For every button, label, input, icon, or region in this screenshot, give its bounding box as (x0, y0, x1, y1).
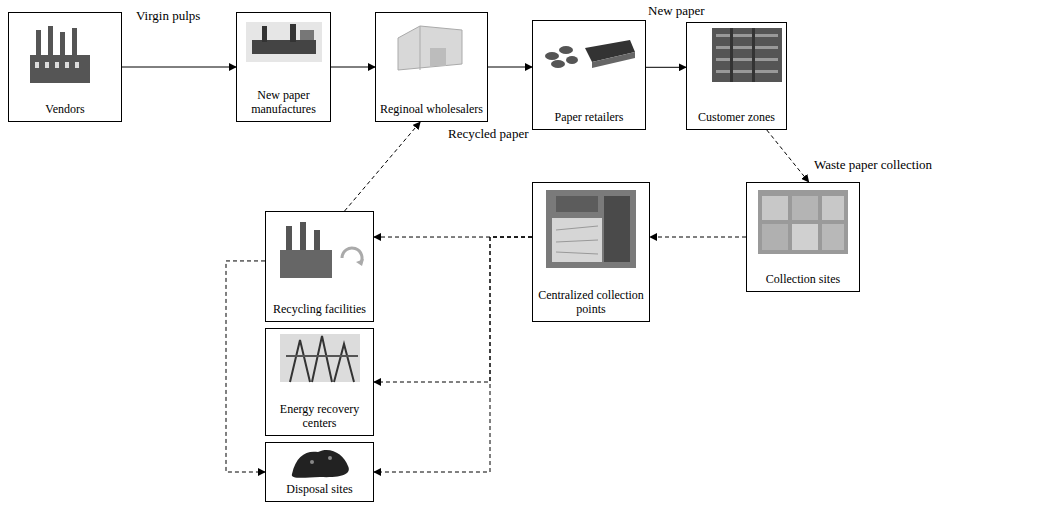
recycling-box: Recycling facilities (265, 211, 374, 322)
wholesaler-box: Reginoal wholesalers (375, 12, 488, 122)
node-label: Reginoal wholesalers (380, 102, 483, 116)
shelves-photo (712, 28, 782, 82)
node-label: Disposal sites (286, 482, 352, 496)
node-label: Centralized collection points (537, 288, 645, 316)
reverse-flow-arrow (374, 237, 532, 472)
forward-flow-arrow (646, 67, 686, 68)
node-label: Vendors (45, 102, 84, 116)
recycling-plant-icon (280, 222, 364, 278)
disposal-box: Disposal sites (265, 442, 374, 502)
supplier-box: Vendors (8, 12, 122, 122)
baler-photo (546, 190, 636, 268)
node-label: Customer zones (698, 110, 775, 124)
reverse-flow-arrow (345, 122, 421, 211)
energy-plant-photo (280, 334, 360, 382)
landfill-icon (292, 450, 349, 478)
forward-flow-arrow (122, 67, 236, 68)
factory-icon (30, 26, 90, 83)
forward-flow-arrow (331, 67, 375, 68)
paper-machine-icon (246, 22, 322, 62)
collection-site-box: Collection sites (746, 182, 860, 292)
customer-box: Customer zones (686, 22, 787, 130)
reverse-flow-arrow (767, 130, 809, 182)
node-label: Paper retailers (555, 110, 624, 124)
node-label: Collection sites (766, 272, 840, 286)
flow-label: Recycled paper (446, 126, 530, 141)
energy-recovery-box: Energy recovery centers (265, 328, 374, 436)
warehouse-icon (398, 26, 462, 70)
node-label: New paper manufactures (241, 88, 326, 116)
retail-icon (545, 40, 635, 68)
flow-label: Waste paper collection (812, 157, 934, 172)
collection-point-box: Centralized collection points (532, 182, 650, 322)
retailer-box: Paper retailers (532, 20, 646, 130)
reverse-flow-arrow (226, 261, 265, 472)
flow-label: Virgin pulps (134, 8, 202, 23)
forward-flow-arrow (488, 67, 532, 68)
node-label: Energy recovery centers (270, 402, 369, 430)
flow-label: New paper (646, 3, 707, 18)
manufacturer-box: New paper manufactures (236, 12, 331, 122)
bales-photo (758, 190, 848, 254)
node-label: Recycling facilities (273, 302, 366, 316)
reverse-flow-arrow (374, 237, 532, 382)
reverse-flow-arrow (650, 237, 746, 238)
